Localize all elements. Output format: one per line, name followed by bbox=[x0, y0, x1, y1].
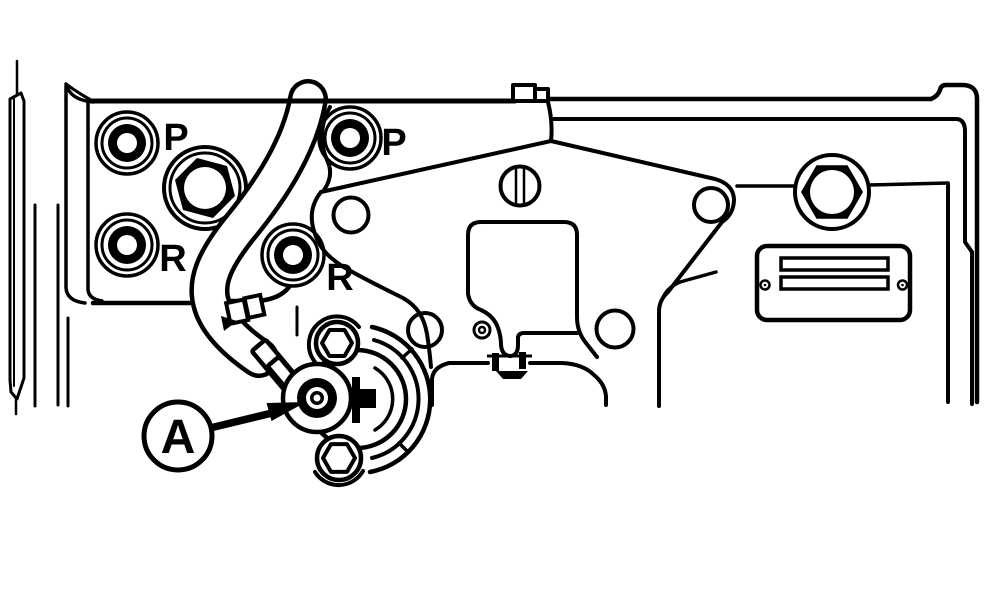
port-p-left bbox=[94, 110, 160, 176]
bracket-tip-hole bbox=[692, 186, 730, 224]
name-plate-screw-right bbox=[896, 279, 909, 291]
sensor-outer-ring bbox=[367, 324, 433, 475]
sensor-connector-mark bbox=[352, 377, 360, 423]
name-plate bbox=[754, 243, 913, 323]
port-p-left-label: P bbox=[163, 117, 188, 159]
lower-case-profile bbox=[430, 361, 608, 407]
bracket-holes bbox=[331, 195, 636, 350]
lower-edge-clamp bbox=[487, 352, 532, 379]
port-r-left-label: R bbox=[159, 238, 186, 280]
sensor-bolt-top bbox=[306, 314, 361, 367]
hex-plug-right bbox=[735, 153, 950, 231]
bracket-cutout bbox=[466, 220, 599, 359]
name-plate-screw-left bbox=[759, 279, 771, 291]
arrowhead bbox=[266, 402, 306, 421]
sensor-assembly bbox=[280, 314, 433, 488]
port-r-right bbox=[260, 222, 326, 288]
callout-a-label: A bbox=[161, 411, 196, 464]
port-r-right-label: R bbox=[326, 257, 353, 299]
left-edge-strips bbox=[8, 59, 70, 416]
port-p-right-label: P bbox=[381, 122, 406, 164]
callout-arrow bbox=[202, 402, 306, 433]
pivot-screw bbox=[498, 164, 542, 208]
sensor-bolt-bottom bbox=[313, 433, 365, 488]
left-plate-edge bbox=[64, 82, 104, 305]
callout-circle bbox=[141, 399, 215, 473]
hydraulic-tube bbox=[189, 79, 328, 378]
port-p-right bbox=[317, 105, 383, 171]
callout-a: A bbox=[141, 399, 215, 473]
sensor-boss bbox=[280, 361, 354, 435]
top-bolt-tab bbox=[511, 83, 537, 103]
port-r-left bbox=[94, 212, 160, 278]
tube-clamp bbox=[221, 292, 299, 337]
